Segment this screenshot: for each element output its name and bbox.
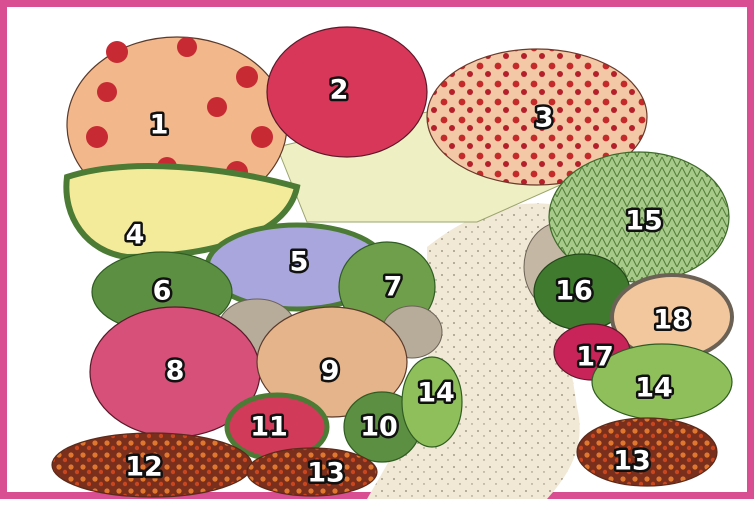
bed-label-12: 12 <box>125 452 163 483</box>
bed-label-2: 2 <box>330 75 349 106</box>
bed-label-4: 4 <box>126 220 145 251</box>
bed-label-13-right: 13 <box>613 446 651 477</box>
bed-label-14-left: 14 <box>417 378 455 409</box>
bed-label-5: 5 <box>290 247 309 278</box>
bed-label-11: 11 <box>250 412 288 443</box>
bed-label-9: 9 <box>321 356 340 387</box>
garden-plan-illustration: 1 2 3 4 5 6 7 8 9 10 11 12 13 13 14 14 1… <box>7 7 754 506</box>
bed-label-3: 3 <box>535 103 554 134</box>
bed-label-17: 17 <box>576 342 614 373</box>
bed-label-14-right: 14 <box>635 373 673 404</box>
bed-label-1: 1 <box>150 110 169 141</box>
bed-label-18: 18 <box>653 305 691 336</box>
bed-label-10: 10 <box>360 412 398 443</box>
bed-label-6: 6 <box>153 276 172 307</box>
bed-label-7: 7 <box>384 272 403 303</box>
bed-label-16: 16 <box>555 276 593 307</box>
bed-label-15: 15 <box>625 206 663 237</box>
bed-label-8: 8 <box>166 356 185 387</box>
bed-label-13-left: 13 <box>307 458 345 489</box>
